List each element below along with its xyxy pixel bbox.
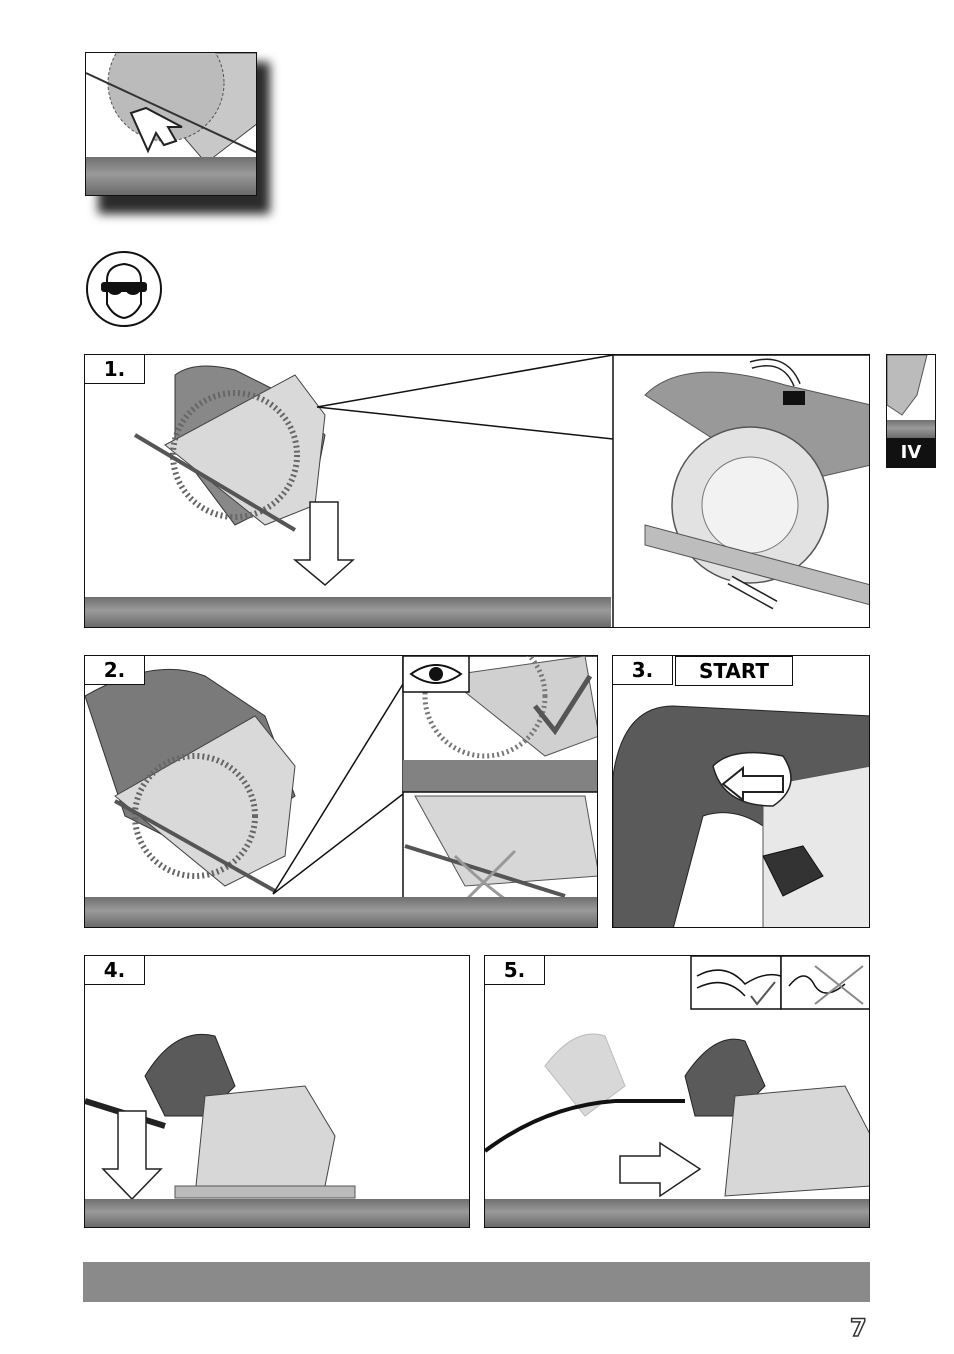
step-3-illustration bbox=[613, 656, 870, 928]
step-4-panel: 4. bbox=[84, 955, 470, 1228]
down-arrow-icon bbox=[295, 502, 353, 585]
step-number: 2. bbox=[85, 656, 145, 685]
right-arrow-icon bbox=[620, 1143, 700, 1196]
step-number: 1. bbox=[85, 355, 145, 384]
page-number: 7 bbox=[850, 1314, 867, 1342]
step-2-panel: 2. bbox=[84, 655, 598, 928]
section-tab: IV bbox=[886, 438, 936, 468]
step-2-illustration bbox=[85, 656, 598, 928]
step-5-panel: 5. bbox=[484, 955, 870, 1228]
intro-image bbox=[85, 52, 257, 196]
step-5-illustration bbox=[485, 956, 870, 1228]
step-1-panel: 1. bbox=[84, 354, 870, 628]
safety-goggles-icon bbox=[85, 250, 163, 328]
footer-bar bbox=[83, 1262, 870, 1302]
step-3-panel: 3. bbox=[612, 655, 870, 928]
step-number: 5. bbox=[485, 956, 545, 985]
step-1-illustration bbox=[85, 355, 870, 628]
start-label: START bbox=[675, 656, 793, 686]
step-number: 4. bbox=[85, 956, 145, 985]
step-number: 3. bbox=[613, 656, 673, 685]
section-tab-image bbox=[886, 354, 936, 438]
step-4-illustration bbox=[85, 956, 470, 1228]
